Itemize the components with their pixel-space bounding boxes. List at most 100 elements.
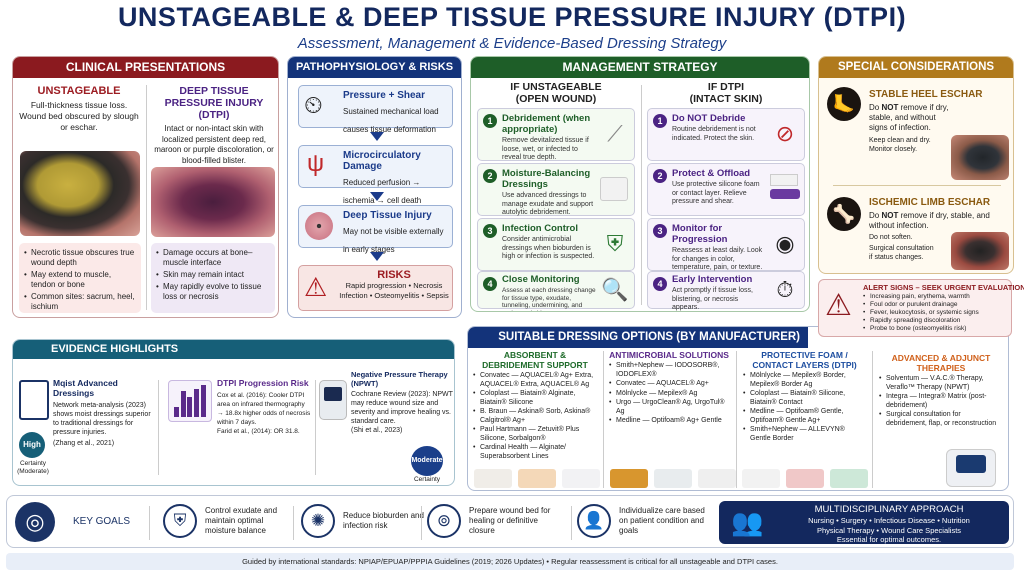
dressing-column: PROTECTIVE FOAM / CONTACT LAYERS (DTPI)M… [738,350,871,444]
dressing-item: Medline — Optifoam® Gentle, Optifoam® Ge… [743,408,866,425]
text: NOT [881,103,899,112]
cushion-icon [770,174,800,204]
step-number: 4 [483,277,497,291]
clinical-panel: CLINICAL PRESENTATIONS UNSTAGEABLE Full-… [12,56,279,318]
multi-line: Physical Therapy • Wound Care Specialist… [816,525,962,535]
bullet: May rapidly evolve to tissue loss or nec… [156,282,270,302]
arrow-down-icon [370,132,384,141]
certainty-label: Certainty(Moderate) [13,460,53,476]
column-subtitle: (INTACT SKIN) [689,93,763,105]
footer: Guided by international standards: NPIAP… [6,553,1014,570]
eye-icon: ◉ [775,231,795,256]
step-desc: Remove devitalized tissue if loose, wet,… [502,137,589,161]
person-icon: 👤 [577,504,611,538]
evidence-panel: EVIDENCE HIGHLIGHTS Mqist Advanced Dress… [12,339,455,486]
dtpi-desc: Intact or non-intact skin with localized… [154,124,274,165]
alert-signs-box: ⚠ ALERT SIGNS – SEEK URGENT EVALUATION I… [818,279,1024,337]
step-number: 3 [653,224,667,238]
page-subtitle: Assessment, Management & Evidence-Based … [297,35,727,52]
step-title: Microcirculatory Damage [343,150,421,172]
patho-header: PATHOPHYSIOLOGY & RISKS [288,57,461,78]
dressing-item: Solventum — V.A.C.® Therapy, Veraflo™ Th… [879,375,1003,392]
step-title: Monitor for Progression [672,223,728,245]
step-number: 1 [653,114,667,128]
risks-title: RISKS [377,269,411,281]
alert-item: Probe to bone (osteomyelitis risk) [863,325,979,333]
dressing-item: Convatec — AQUACEL® Ag+ [609,380,729,389]
alert-title: ALERT SIGNS – SEEK URGENT EVALUATION [863,283,1024,292]
step-title: Deep Tissue Injury [343,210,432,221]
goal-text: Control exudate and maintain optimal moi… [205,506,278,535]
goal-text: Individualize care based on patient cond… [619,506,705,535]
multi-line: Nursing • Surgery • Infectious Disease •… [808,516,970,525]
unstageable-desc: Full-thickness tissue loss. Wound bed ob… [19,100,139,132]
dressing-options-panel: SUITABLE DRESSING OPTIONS (BY MANUFACTUR… [467,326,1009,491]
foot-bone-icon: 🦴 [827,197,861,231]
dressing-item: Coloplast — Biatain® Silicone, Biatain® … [743,390,866,407]
limb-eschar: ISCHEMIC LIMB ESCHAR Do NOT remove if dr… [869,197,1009,262]
dressing-item: Smith+Nephew — ALLEVYN® Gentle Border [743,426,866,443]
unstageable-section: UNSTAGEABLE Full-thickness tissue loss. … [19,85,139,133]
limb-notes: Do not soften.Surgical consultation if s… [869,233,939,262]
step-desc: Use advanced dressings to manage exudate… [502,192,594,216]
text: remove if dry, stable, and without infec… [869,211,990,230]
step-desc: Consider antimicrobial dressings when bi… [502,236,595,260]
warning-icon: ⚠ [304,272,328,302]
pathophysiology-panel: PATHOPHYSIOLOGY & RISKS ⏲Pressure + Shea… [287,56,462,318]
dressing-header: SUITABLE DRESSING OPTIONS (BY MANUFACTUR… [468,327,808,348]
evidence-title: Mqist Advanced Dressings [53,378,118,398]
note: Surgical consultation if status changes. [869,245,934,261]
evidence-item-2: DTPI Progression Risk Cox et al. (2016):… [217,378,313,436]
dressing-item: Mölnlycke — Mepilex® Border, Mepilex® Bo… [743,372,866,389]
bullet: Damage occurs at bone–muscle interface [156,248,270,268]
bullet: Necrotic tissue obscures true wound dept… [24,248,136,268]
step-title: Early Intervention [672,274,753,285]
risks-box: ⚠ RISKS Rapid progression • Necrosis Inf… [298,265,453,311]
microbe-icon: ✺ [301,504,335,538]
dressing-column: ANTIMICROBIAL SOLUTIONSSmith+Nephew — IO… [604,350,734,427]
evidence-citation: Farid et al., (2014): OR 31.8. [217,428,300,435]
step-title: Do NOT Debride [672,113,746,124]
key-goals-bar: ◎ KEY GOALS ⛨Control exudate and maintai… [6,495,1014,548]
evidence-item-3: Negative Pressure Therapy (NPWT) Cochran… [351,370,454,435]
step-desc: Use protective silicone foam or contact … [672,181,760,205]
step-desc: May not be visible externally in early s… [343,227,444,254]
step-number: 2 [483,169,497,183]
dressing-column: ADVANCED & ADJUNCT THERAPIES Solventum — … [874,353,1008,429]
evidence-item-1: Mqist Advanced Dressings Network meta-an… [53,378,153,448]
evidence-desc: Cox et al. (2016): Cooler DTPI area on i… [217,392,311,426]
step-title: Close Monitoring [502,274,580,285]
gauge-icon: ⏲ [304,92,323,119]
unstageable-wound-photo [20,151,140,236]
no-scalpel-icon: ⊘ [775,121,795,146]
goal-text: Reduce bioburden and infection risk [343,511,424,530]
evidence-desc: Cochrane Review (2023): NPWT may reduce … [351,391,453,425]
column-title: ABSORBENT & DEBRIDEMENT SUPPORT [482,350,588,370]
heel-notes: Keep clean and dry.Monitor closely. [869,136,939,154]
clinical-header: CLINICAL PRESENTATIONS [13,57,278,78]
cells-icon [305,212,333,240]
dressing-item: B. Braun — Askina® Sorb, Askina® Calgitr… [473,408,597,425]
step-number: 4 [653,277,667,291]
special-considerations-panel: SPECIAL CONSIDERATIONS 🦶 STABLE HEEL ESC… [818,56,1014,274]
column-title: IF UNSTAGEABLE [510,81,602,93]
page-title: UNSTAGEABLE & DEEP TISSUE PRESSURE INJUR… [117,2,907,32]
magnifier-icon: 🔍 [601,277,629,302]
column-title: ADVANCED & ADJUNCT THERAPIES [891,353,991,373]
evidence-citation: (Shi et al., 2023) [351,427,403,434]
bullet: Skin may remain intact [156,270,270,280]
goal-item: 👤 Individualize care based on patient con… [577,504,709,538]
certainty-label: Certainty [413,476,440,483]
foot-icon: 🦶 [827,87,861,121]
npwt-device-icon [319,380,347,420]
antimicrobial-product-images [610,469,736,488]
